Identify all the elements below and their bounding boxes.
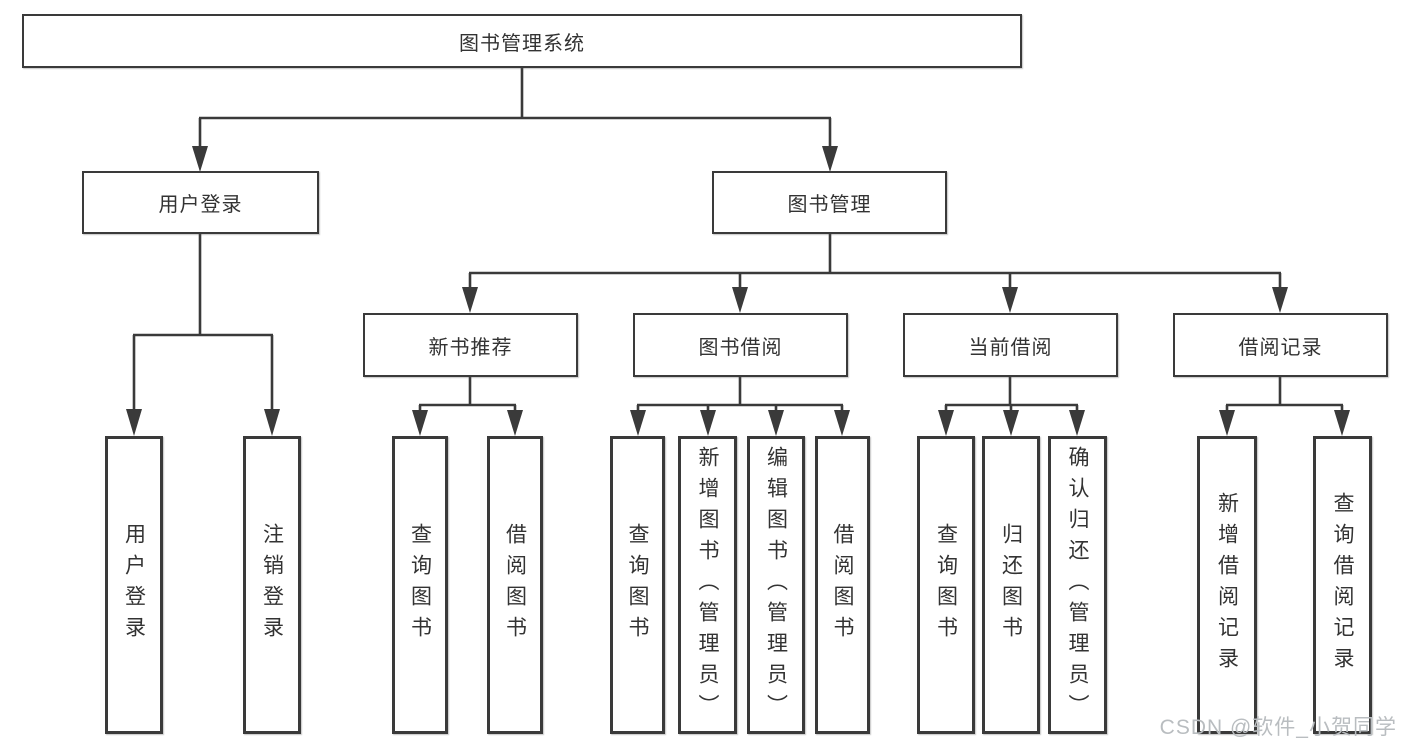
leaf-user-login: 用户登录 [105,436,163,734]
connector-book-borrow-group [630,377,850,436]
leaf-borrow-books-recommend: 借阅图书 [487,436,543,734]
leaf-query-books-current: 查询图书 [917,436,975,734]
connector-login-branch [126,234,280,436]
leaf-confirm-return-admin: 确认归还（管理员） [1048,436,1107,734]
connector-borrow-record-group [1219,377,1350,436]
watermark: CSDN @软件_小贺同学 [1159,716,1397,739]
node-user-login: 用户登录 [82,171,319,234]
node-book-management: 图书管理 [712,171,947,234]
leaf-return-books: 归还图书 [982,436,1040,734]
leaf-query-books-borrowing: 查询图书 [610,436,665,734]
node-current-borrowing: 当前借阅 [903,313,1118,377]
leaf-query-books-recommend: 查询图书 [392,436,448,734]
leaf-add-book-admin: 新增图书（管理员） [678,436,737,734]
node-root: 图书管理系统 [22,14,1022,68]
connector-current-borrow-group [938,377,1085,436]
node-new-book-recommend: 新书推荐 [363,313,578,377]
connector-root-to-level2 [192,68,838,172]
leaf-borrow-books-borrowing: 借阅图书 [815,436,870,734]
leaf-query-borrow-record: 查询借阅记录 [1313,436,1372,734]
leaf-edit-book-admin: 编辑图书（管理员） [747,436,805,734]
node-borrow-records: 借阅记录 [1173,313,1388,377]
leaf-logout: 注销登录 [243,436,301,734]
node-book-borrowing: 图书借阅 [633,313,848,377]
connector-new-book-group [412,377,523,436]
connector-mgmt-branch [462,234,1288,313]
leaf-add-borrow-record: 新增借阅记录 [1197,436,1257,734]
